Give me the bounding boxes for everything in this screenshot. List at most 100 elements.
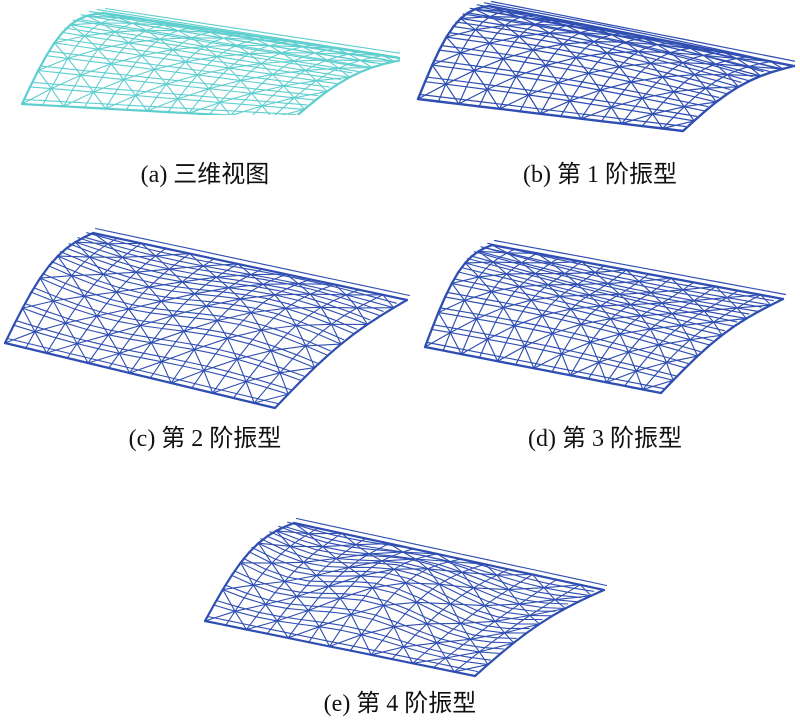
- truss-member: [303, 553, 314, 563]
- truss-diagonal: [250, 312, 262, 331]
- truss-member: [635, 356, 648, 372]
- truss-diagonal: [245, 372, 281, 383]
- edge-member: [83, 106, 107, 110]
- truss-member: [67, 318, 90, 326]
- truss-member: [510, 564, 536, 571]
- truss-diagonal: [135, 83, 167, 97]
- truss-member: [238, 312, 252, 326]
- truss-member: [251, 283, 264, 292]
- truss-member: [570, 308, 592, 315]
- truss-member: [338, 566, 350, 577]
- truss-diagonal: [335, 557, 350, 568]
- truss-member: [296, 585, 308, 598]
- truss-member: [55, 322, 67, 339]
- truss-diagonal: [86, 15, 119, 19]
- edge-member: [445, 25, 455, 39]
- edge-member: [473, 663, 489, 678]
- truss-member: [236, 358, 260, 367]
- truss-member: [297, 283, 323, 290]
- edge-member: [525, 622, 541, 635]
- edge-member: [208, 113, 232, 115]
- edge-member: [459, 11, 469, 20]
- truss-member: [385, 600, 409, 610]
- truss-member: [492, 261, 515, 269]
- truss-diagonal: [403, 646, 414, 664]
- truss-member: [427, 583, 440, 593]
- truss-member: [250, 62, 262, 72]
- edge-member: [438, 35, 448, 52]
- truss-member: [234, 597, 245, 612]
- truss-member: [240, 103, 263, 107]
- truss-member: [473, 282, 495, 288]
- truss-member: [226, 263, 239, 271]
- edge-member: [477, 105, 501, 111]
- truss-member: [137, 35, 161, 40]
- truss-member: [608, 333, 621, 348]
- truss-member: [95, 87, 118, 90]
- truss-member: [610, 310, 622, 320]
- truss-member: [94, 227, 121, 235]
- edge-member: [257, 535, 269, 545]
- truss-member: [128, 308, 152, 314]
- truss-member: [564, 273, 587, 280]
- truss-member: [705, 80, 718, 89]
- truss-member: [447, 291, 468, 297]
- truss-member: [545, 64, 568, 70]
- truss-diagonal: [360, 59, 396, 62]
- truss-member: [445, 36, 469, 41]
- truss-member: [664, 71, 688, 79]
- truss-member: [184, 61, 208, 66]
- truss-member: [683, 96, 696, 108]
- truss-member: [623, 118, 646, 123]
- truss-member: [288, 603, 312, 607]
- truss-member: [590, 89, 601, 105]
- edge-member: [125, 15, 151, 22]
- truss-member: [494, 620, 518, 625]
- truss-diagonal: [248, 53, 262, 65]
- truss-member: [134, 61, 158, 66]
- truss-diagonal: [203, 358, 238, 372]
- truss-diagonal: [315, 566, 350, 577]
- truss-diagonal: [502, 299, 532, 309]
- truss-member: [608, 24, 633, 30]
- truss-member: [367, 533, 393, 540]
- truss-diagonal: [293, 97, 305, 110]
- truss-diagonal: [271, 562, 286, 583]
- truss-member: [665, 361, 686, 369]
- truss-diagonal: [257, 542, 273, 564]
- truss-member: [472, 613, 496, 622]
- truss-diagonal: [702, 54, 738, 60]
- edge-member: [125, 108, 149, 113]
- truss-diagonal: [599, 304, 632, 307]
- truss-member: [242, 99, 266, 102]
- truss-member: [579, 357, 600, 363]
- truss-diagonal: [650, 292, 663, 304]
- truss-member: [548, 97, 571, 102]
- truss-member: [565, 38, 589, 45]
- edge-member: [170, 381, 193, 390]
- truss-member: [200, 95, 223, 99]
- edge-member: [443, 282, 453, 299]
- truss-diagonal: [561, 353, 571, 376]
- truss-member: [457, 648, 480, 653]
- truss-diagonal: [547, 284, 561, 297]
- truss-diagonal: [437, 311, 451, 334]
- truss-member: [295, 324, 320, 335]
- truss-member: [469, 638, 493, 643]
- truss-member: [282, 60, 295, 68]
- truss-member: [232, 85, 255, 90]
- truss-member: [439, 548, 464, 556]
- truss-member: [680, 324, 703, 331]
- truss-member: [329, 68, 353, 74]
- truss-member: [551, 319, 563, 335]
- truss-diagonal: [637, 50, 652, 64]
- truss-member: [203, 40, 215, 48]
- truss-member: [504, 19, 514, 26]
- truss-member: [75, 45, 99, 50]
- truss-diagonal: [341, 532, 357, 546]
- truss-member: [468, 335, 488, 340]
- truss-member: [277, 587, 300, 593]
- truss-member: [484, 247, 508, 254]
- truss-diagonal: [172, 45, 206, 51]
- truss-member: [683, 74, 696, 84]
